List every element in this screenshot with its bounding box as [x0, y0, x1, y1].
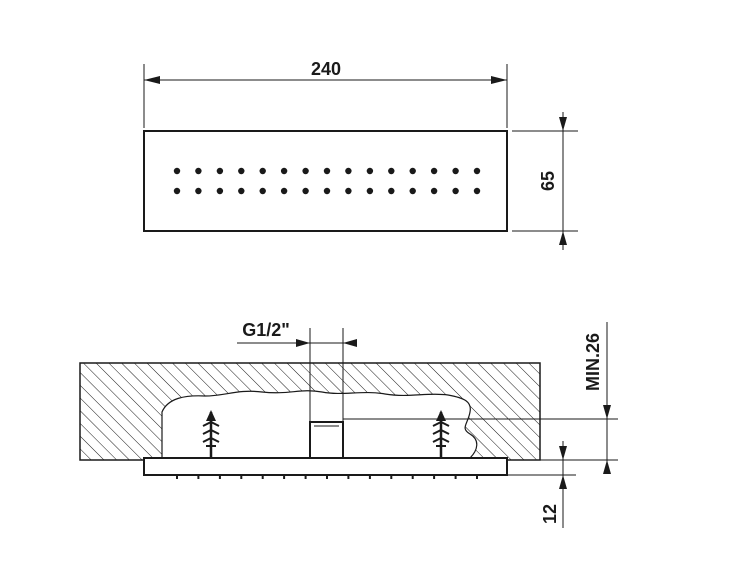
depth-arrow-bottom: [559, 231, 567, 245]
nozzle: [452, 167, 459, 175]
width-label: 240: [311, 59, 341, 79]
nozzle: [280, 187, 288, 195]
nozzle: [238, 167, 245, 175]
recess-arrow-top: [603, 405, 611, 419]
nozzle: [173, 187, 181, 195]
nozzle: [430, 167, 438, 175]
nozzle: [323, 167, 331, 175]
thread-arrow-left: [296, 339, 310, 347]
nozzle: [388, 187, 395, 195]
width-arrow-left: [144, 76, 160, 84]
nozzle: [366, 167, 374, 175]
depth-label: 65: [538, 171, 558, 191]
nozzle: [173, 167, 181, 175]
nozzle: [345, 167, 352, 175]
nozzle: [259, 187, 266, 195]
nozzle: [216, 187, 224, 195]
thickness-arrow-top: [559, 446, 567, 460]
min-recess-label: MIN.26: [583, 333, 603, 391]
thread-arrow-right: [343, 339, 357, 347]
nozzle: [216, 167, 224, 175]
depth-arrow-top: [559, 117, 567, 131]
plate-thickness-label: 12: [540, 504, 560, 524]
top-view: 240 65: [143, 59, 578, 250]
water-inlet-pipe: [309, 421, 344, 459]
nozzle: [409, 187, 416, 195]
wall-anchor-left: [202, 410, 220, 458]
shower-head-plate-top: [143, 130, 508, 232]
section-view: G1/2" MIN.26: [79, 320, 618, 528]
nozzle: [388, 167, 395, 175]
thread-label: G1/2": [242, 320, 290, 340]
shower-head-plate-section: [143, 457, 508, 476]
thickness-arrow-bottom: [559, 475, 567, 489]
wall-anchor-right: [432, 410, 450, 458]
nozzle: [195, 187, 202, 195]
nozzle: [238, 187, 245, 195]
nozzle-grid: [173, 167, 481, 195]
nozzle: [302, 187, 309, 195]
nozzle: [366, 187, 374, 195]
nozzle: [430, 187, 438, 195]
nozzle: [323, 187, 331, 195]
nozzle-ticks: [176, 475, 478, 479]
nozzle: [473, 167, 481, 175]
nozzle: [280, 167, 288, 175]
nozzle: [409, 167, 416, 175]
nozzle: [473, 187, 481, 195]
nozzle: [302, 167, 309, 175]
nozzle: [195, 167, 202, 175]
width-arrow-right: [491, 76, 507, 84]
nozzle: [452, 187, 459, 195]
nozzle: [345, 187, 352, 195]
nozzle: [259, 167, 266, 175]
recess-arrow-bottom: [603, 460, 611, 474]
